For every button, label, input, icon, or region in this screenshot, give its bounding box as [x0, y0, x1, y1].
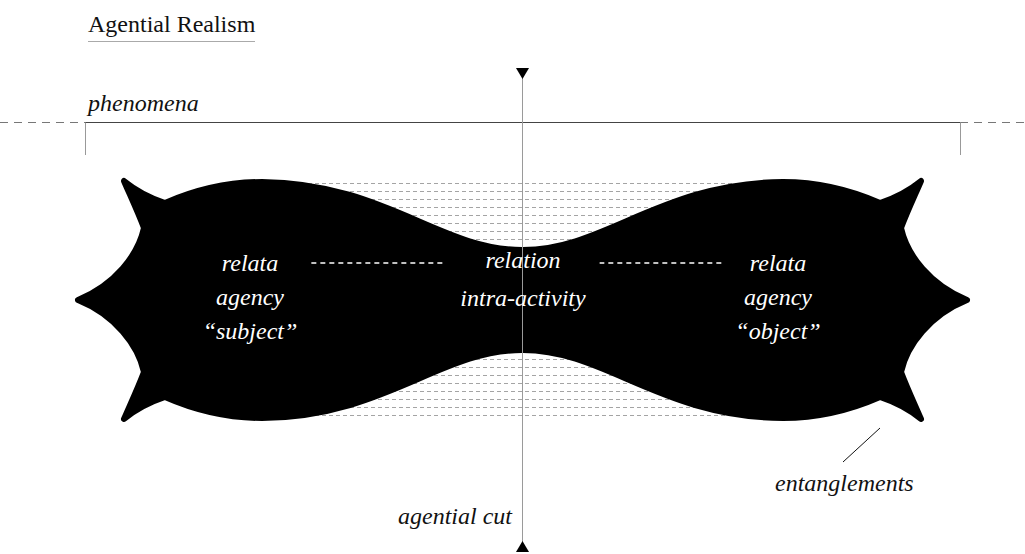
- cut-arrowhead: [516, 541, 529, 552]
- leader-line: [843, 428, 880, 462]
- blob-region: relataagency“object”: [729, 246, 826, 348]
- cut-arrowhead: [516, 68, 529, 79]
- concept-term: “subject”: [203, 314, 298, 348]
- annotation-label: entanglements: [775, 469, 914, 497]
- blob-region: relationintra-activity: [454, 241, 591, 317]
- concept-term: agency: [203, 280, 298, 314]
- concept-term: intra-activity: [460, 279, 585, 317]
- bracket-tick: [85, 123, 86, 156]
- concept-term: relation: [460, 241, 585, 279]
- diagram-title: Agential Realism: [88, 10, 255, 42]
- concept-term: relata: [735, 246, 820, 280]
- dashed-relation-line: [600, 262, 722, 264]
- bracket-tick: [960, 123, 961, 156]
- phenomena-dash: [960, 122, 1025, 123]
- concept-term: “object”: [735, 314, 820, 348]
- phenomena-dash: [0, 122, 85, 123]
- blob-region: relataagency“subject”: [197, 246, 304, 348]
- concept-term: agency: [735, 280, 820, 314]
- dashed-relation-line: [311, 262, 446, 264]
- annotation-label: agential cut: [398, 502, 512, 530]
- annotation-label: phenomena: [88, 89, 199, 117]
- concept-term: relata: [203, 246, 298, 280]
